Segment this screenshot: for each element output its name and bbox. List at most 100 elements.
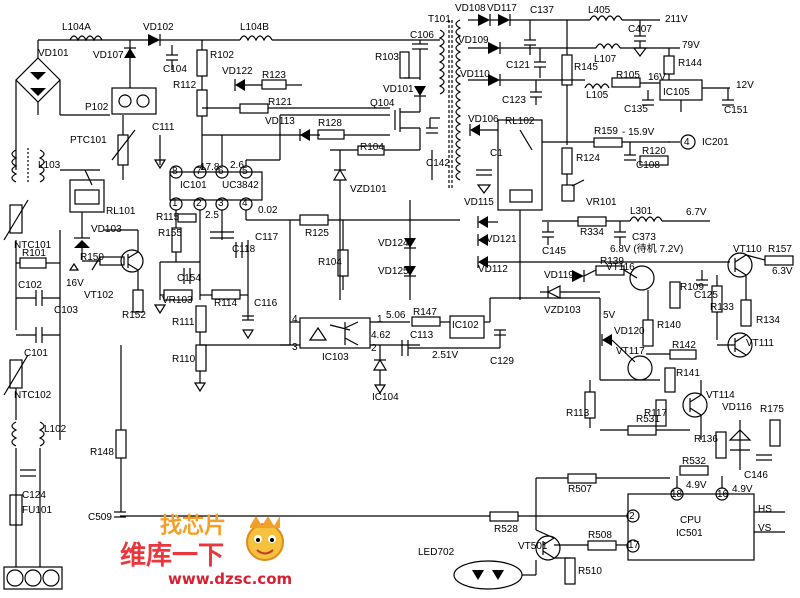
label-ic201n: 4 [684,137,690,148]
label-r105: R105 [616,70,640,81]
label-vd120: VD120 [614,326,645,337]
label-c151: C151 [724,105,748,116]
secondary-rectifiers [468,14,734,300]
label-rl101: RL101 [106,206,136,217]
label-c142: C142 [426,158,450,169]
startup-network [124,34,390,170]
label-r510: R510 [578,566,602,577]
label-p16: 16 [717,489,729,500]
watermark-line2: 维库一下 [120,541,225,571]
label-c101: C101 [24,348,48,359]
label-vd109: VD109 [458,35,489,46]
label-vt501: VT501 [518,541,548,552]
label-v462: 4.62 [371,330,391,341]
label-r111: R111 [172,317,195,328]
label-hs: HS [758,504,772,515]
label-c121: C121 [506,60,530,71]
label-p4: 4 [292,314,298,325]
label-vzd101: VZD101 [350,184,387,195]
label-r117: R117 [644,408,668,419]
mascot-logo [246,516,284,561]
label-ic101: IC101 [180,180,207,191]
label-q104: Q104 [370,98,395,109]
label-c373: C373 [632,232,656,243]
label-ic102: IC102 [452,320,479,331]
label-l107: L107 [594,54,617,65]
label-vd113: VD113 [265,116,295,127]
label-ic501: IC501 [676,528,703,539]
label-p1: 1 [377,314,383,325]
label-vd124: VD124 [378,238,409,249]
label-r159: R159 [594,126,618,137]
label-pin4: 4 [242,198,248,209]
label-r101: R101 [22,248,46,259]
watermark-url: www.dzsc.com [168,570,293,588]
label-c145: C145 [542,246,566,257]
label-c146: C146 [744,470,768,481]
label-r123: R123 [262,70,286,81]
label-vt116: VT116 [606,262,635,273]
label-c111: C111 [152,122,175,133]
label-uc3842: UC3842 [222,180,259,191]
label-l105: L105 [586,90,609,101]
label-ic201: IC201 [702,137,729,148]
label-pin5: 5 [242,166,248,177]
label-r155: R155 [158,228,182,239]
label-pin2: 2 [196,198,202,209]
label-r110: R110 [172,354,196,365]
label-v16b: 16V [648,72,666,83]
label-ic105: IC105 [663,87,690,98]
label-r121: R121 [268,97,292,108]
label-vr101: VR101 [586,197,617,208]
label-c135: C135 [624,104,648,115]
label-vd101a: VD101 [38,48,69,59]
label-ntc101: NTC101 [14,240,52,251]
label-p2b: 2 [629,511,635,522]
label-vd121: VD121 [486,234,517,245]
label-vt102: VT102 [84,290,114,301]
label-c106: C106 [410,30,434,41]
label-vd115: VD115 [464,197,494,208]
label-v12: 12V [736,80,754,91]
label-r134: R134 [756,315,780,326]
label-r112: R112 [173,80,197,91]
transformer-t101 [390,19,462,190]
label-r139: R139 [600,256,624,267]
label-vd101b: VD101 [383,84,414,95]
label-c103: C103 [54,305,78,316]
label-r140: R140 [657,320,681,331]
label-pin1: 1 [172,198,178,209]
label-r109: R109 [680,282,704,293]
label-vd110: VD110 [460,69,490,80]
label-vt110: VT110 [733,244,762,255]
label-pin7: 7 [196,166,202,177]
label-v63: 6.3V [772,266,793,277]
label-fu101: FU101 [22,505,53,516]
label-r102: R102 [210,50,234,61]
label-vzd103: VZD103 [544,305,581,316]
label-r508: R508 [588,530,612,541]
label-r147: R147 [413,307,437,318]
label-pin8: 8 [172,166,178,177]
label-l102: L102 [44,424,67,435]
label-c123: C123 [502,95,526,106]
label-r136: R136 [694,434,718,445]
label-vd103: VD103 [91,224,122,235]
label-c124: C124 [22,490,46,501]
label-l301: L301 [630,206,653,217]
label-r120: R120 [642,146,666,157]
label-v002: 0.02 [258,205,278,216]
label-p18: 18 [671,489,683,500]
label-r531: R531 [636,414,660,425]
label-v16: 16V [66,278,84,289]
label-r124: R124 [576,153,600,164]
watermark-line1: 找芯片 [160,514,227,539]
label-pin3: 3 [218,198,224,209]
label-c113: C113 [410,330,434,341]
label-vd122: VD122 [222,66,253,77]
label-v178: 17.8 [200,162,220,173]
label-v79: 79V [682,40,700,51]
label-v49b: 4.9V [732,484,753,495]
relay-rl101 [60,87,157,313]
